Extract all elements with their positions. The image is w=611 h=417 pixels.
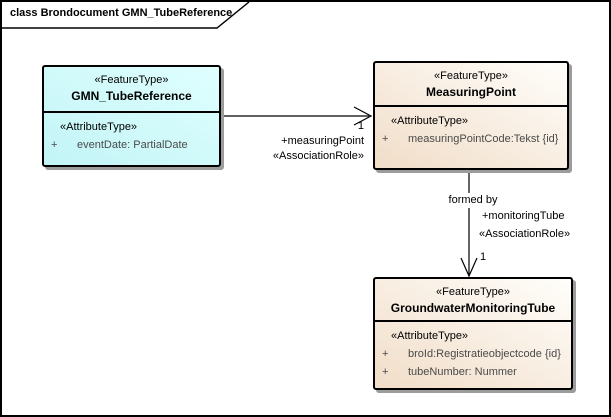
frame-title: class Brondocument GMN_TubeReference [10,7,233,19]
class-header: «FeatureType» GMN_TubeReference [44,67,219,113]
association-stereotype-label: «AssociationRole» [479,228,571,240]
class-box-measuringpoint[interactable]: «FeatureType» MeasuringPoint «AttributeT… [373,61,569,170]
stereotype-label: «FeatureType» [94,74,169,86]
class-name: MeasuringPoint [425,85,516,99]
association-name-label: formed by [436,193,510,208]
attribute-row: + tubeNumber: Nummer [375,366,571,379]
visibility-symbol: + [382,133,389,145]
class-name: GMN_TubeReference [71,89,192,103]
attribute-stereotype-label: «AttributeType» [391,330,469,342]
attribute-row: + broId:Registratieobjectcode {id} [375,348,571,361]
class-box-groundwatermonitoringtube[interactable]: «FeatureType» GroundwaterMonitoringTube … [373,277,573,390]
visibility-symbol: + [382,366,389,378]
multiplicity-label: 1 [357,120,364,132]
attribute-compartment: «AttributeType» + broId:Registratieobjec… [375,322,571,379]
stereotype-label: «FeatureType» [434,70,508,82]
stereotype-label: «FeatureType» [436,286,510,298]
class-box-gmn-tubereference[interactable]: «FeatureType» GMN_TubeReference «Attribu… [42,65,221,167]
attribute-stereotype-label: «AttributeType» [391,115,469,127]
attribute-row: + eventDate: PartialDate [44,139,219,152]
association-stereotype-label: «AssociationRole» [272,150,364,162]
attribute-compartment: «AttributeType» + eventDate: PartialDate [44,113,219,152]
association-1-labels: 1 +measuringPoint «AssociationRole» [240,119,364,164]
visibility-symbol: + [51,139,58,151]
attribute-signature: tubeNumber: Nummer [408,366,517,378]
attribute-signature: measuringPointCode:Tekst {id} [408,133,559,145]
attribute-row: + measuringPointCode:Tekst {id} [375,133,567,146]
role-name-label: +measuringPoint [281,135,364,147]
visibility-symbol: + [382,348,389,360]
attribute-compartment: «AttributeType» + measuringPointCode:Tek… [375,107,567,146]
attribute-stereotype-label: «AttributeType» [60,121,138,133]
attribute-signature: broId:Registratieobjectcode {id} [408,348,561,360]
multiplicity-label: 1 [480,251,487,263]
role-name-label: +monitoringTube [482,210,565,222]
open-arrowhead-down [460,257,478,278]
class-name: GroundwaterMonitoringTube [390,301,556,315]
class-header: «FeatureType» GroundwaterMonitoringTube [375,279,571,322]
class-header: «FeatureType» MeasuringPoint [375,63,567,107]
attribute-signature: eventDate: PartialDate [77,139,188,151]
